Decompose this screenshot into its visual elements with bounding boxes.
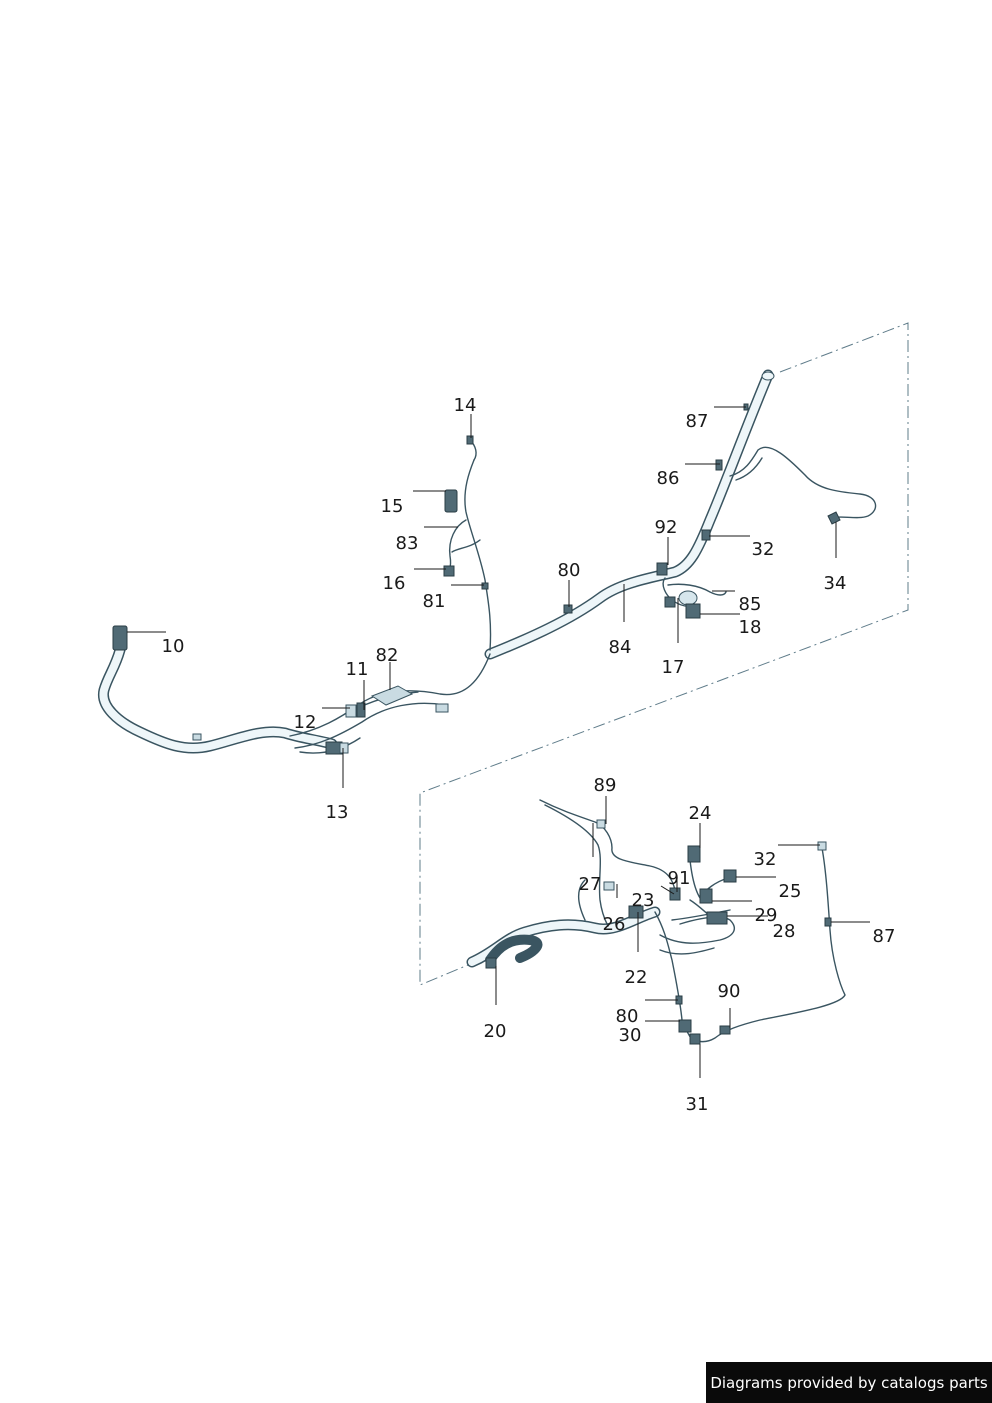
callout-92: 92: [655, 517, 678, 538]
callout-31: 31: [686, 1094, 709, 1115]
callout-20: 20: [484, 1021, 507, 1042]
connector-32-upper: [701, 529, 711, 541]
connector-10: [112, 625, 128, 651]
callout-10: 10: [162, 636, 185, 657]
callout-32-upper: 32: [752, 539, 775, 560]
callout-80-lower: 80: [616, 1006, 639, 1027]
connector-20: [485, 957, 497, 969]
callout-85: 85: [739, 594, 762, 615]
connector-23: [669, 887, 681, 901]
callout-18: 18: [739, 617, 762, 638]
connector-17: [664, 596, 676, 608]
assembly-frame: [419, 322, 909, 986]
callout-30: 30: [619, 1025, 642, 1046]
callout-24: 24: [689, 803, 712, 824]
connector-91: [699, 888, 713, 904]
callout-labels: 10 11 82 12 13 14 15 83 16 81 80 84 92 3…: [162, 395, 896, 1115]
connector-25: [723, 869, 737, 883]
connector-14: [466, 435, 474, 445]
connector-18: [685, 603, 701, 619]
callout-81: 81: [423, 591, 446, 612]
lower-harness: [466, 799, 846, 1045]
connector-92: [656, 562, 668, 576]
callout-15: 15: [381, 496, 404, 517]
connector-28: [706, 911, 728, 925]
connector-89: [596, 819, 606, 829]
callout-16: 16: [383, 573, 406, 594]
callout-34: 34: [824, 573, 847, 594]
connector-block-82: [370, 685, 414, 706]
upper-harness: [97, 369, 877, 755]
callout-29: 29: [755, 905, 778, 926]
callout-83: 83: [396, 533, 419, 554]
callout-87-upper: 87: [686, 411, 709, 432]
callout-13: 13: [326, 802, 349, 823]
callout-84: 84: [609, 637, 632, 658]
callout-27: 27: [579, 874, 602, 895]
callout-25: 25: [779, 881, 802, 902]
callout-89: 89: [594, 775, 617, 796]
sensor-34: [827, 511, 841, 525]
callout-90: 90: [718, 981, 741, 1002]
callout-32-lower: 32: [754, 849, 777, 870]
connector-16: [443, 565, 455, 577]
footer-credit: Diagrams provided by catalogs parts: [706, 1362, 992, 1403]
callout-11: 11: [346, 659, 369, 680]
leader-lines: [127, 406, 870, 1078]
callout-12: 12: [294, 712, 317, 733]
connector-15: [444, 489, 458, 513]
callout-86: 86: [657, 468, 680, 489]
connector-11: [345, 704, 357, 718]
callout-80-upper: 80: [558, 560, 581, 581]
callout-82: 82: [376, 645, 399, 666]
connector-30: [678, 1019, 692, 1033]
callout-22: 22: [625, 967, 648, 988]
callout-14: 14: [454, 395, 477, 416]
connector-31: [689, 1033, 701, 1045]
connector-22: [628, 905, 644, 919]
callout-26: 26: [603, 914, 626, 935]
callout-91: 91: [668, 868, 691, 889]
callout-87-lower: 87: [873, 926, 896, 947]
callout-28: 28: [773, 921, 796, 942]
callout-17: 17: [662, 657, 685, 678]
connector-90: [719, 1025, 731, 1035]
connector-24: [687, 845, 701, 863]
callout-23: 23: [632, 890, 655, 911]
connector-27: [603, 881, 615, 891]
